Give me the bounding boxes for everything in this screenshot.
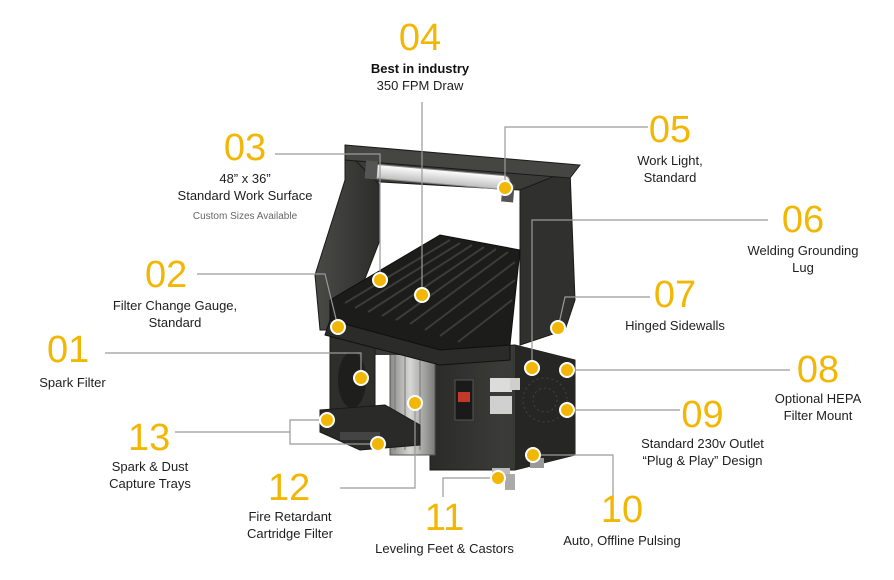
leader-03	[275, 153, 381, 280]
hotspot-12	[407, 395, 423, 411]
callout-number: 03	[223, 127, 267, 169]
callout-text: Hinged Sidewalls	[625, 318, 725, 333]
hotspot-11	[490, 470, 506, 486]
hotspot-09	[559, 402, 575, 418]
leader-lines	[105, 102, 790, 498]
leader-10	[533, 454, 614, 498]
callout-text: Standard Work Surface	[177, 188, 313, 203]
callout-number: 05	[648, 109, 692, 151]
leader-07	[557, 296, 650, 329]
callout-text: Work Light,	[637, 153, 703, 168]
callout-text: Filter Mount	[783, 408, 853, 423]
callout-10: 10 Auto, Offline Pulsing	[552, 490, 692, 549]
callout-number: 10	[600, 489, 644, 531]
hotspot-02	[330, 319, 346, 335]
callout-text: Standard 230v Outlet	[641, 436, 764, 451]
hotspot-08	[559, 362, 575, 378]
callout-note: Custom Sizes Available	[192, 211, 298, 222]
callout-number: 06	[781, 199, 825, 241]
callout-text: Cartridge Filter	[247, 526, 333, 541]
leader-05	[504, 126, 648, 188]
leader-11	[442, 477, 498, 497]
callout-13: 13 Spark & Dust Capture Trays	[95, 418, 205, 492]
callout-text: Spark & Dust	[111, 459, 189, 474]
callout-text: Capture Trays	[109, 476, 191, 491]
callout-text: Leveling Feet & Castors	[375, 541, 514, 556]
callout-12: 12 Fire Retardant Cartridge Filter	[230, 468, 350, 542]
callout-number: 13	[128, 417, 171, 459]
callout-text: Optional HEPA	[774, 391, 862, 406]
callout-04: 04 Best in industry 350 FPM Draw	[355, 18, 485, 94]
callout-number: 07	[653, 274, 697, 316]
callout-03: 03 48” x 36” Standard Work Surface Custo…	[155, 128, 335, 224]
callout-05: 05 Work Light, Standard	[620, 110, 720, 186]
spark-tray	[319, 329, 421, 451]
hotspot-06	[524, 360, 540, 376]
callout-text: 350 FPM Draw	[376, 78, 464, 93]
callout-heading: Best in industry	[370, 61, 470, 76]
hotspot-05	[497, 180, 513, 196]
callout-01: 01 Spark Filter	[25, 330, 120, 391]
callout-text: Fire Retardant	[248, 509, 332, 524]
callout-08: 08 Optional HEPA Filter Mount	[768, 350, 868, 424]
callout-07: 07 Hinged Sidewalls	[615, 275, 735, 334]
callout-06: 06 Welding Grounding Lug	[738, 200, 868, 276]
callout-text: Lug	[792, 260, 814, 275]
callout-text: Filter Change Gauge,	[112, 298, 238, 313]
hotspots	[319, 180, 575, 486]
callout-text: Spark Filter	[39, 375, 106, 390]
leader-02	[197, 273, 339, 328]
callout-text: Welding Grounding	[747, 243, 859, 258]
callout-11: 11 Leveling Feet & Castors	[362, 498, 527, 557]
callout-text: “Plug & Play” Design	[642, 453, 763, 468]
callout-number: 09	[681, 394, 724, 436]
callout-number: 01	[47, 329, 90, 371]
leader-13	[175, 419, 327, 433]
leader-12	[340, 403, 416, 489]
callout-number: 08	[796, 349, 840, 391]
callout-02: 02 Filter Change Gauge, Standard	[90, 255, 260, 331]
callout-text: 48” x 36”	[219, 171, 271, 186]
hotspot-04	[414, 287, 430, 303]
cabinet	[429, 344, 576, 490]
hotspot-13a	[319, 412, 335, 428]
leader-06	[531, 219, 768, 368]
callout-number: 02	[145, 254, 188, 296]
callout-text: Standard	[148, 315, 202, 330]
hotspot-07	[550, 320, 566, 336]
hotspot-03	[372, 272, 388, 288]
hotspot-13b	[370, 436, 386, 452]
callout-number: 04	[398, 17, 442, 59]
hotspot-01	[353, 370, 369, 386]
callout-text: Standard	[643, 170, 697, 185]
callout-09: 09 Standard 230v Outlet “Plug & Play” De…	[630, 395, 775, 469]
hotspot-10	[525, 447, 541, 463]
callout-number: 12	[268, 467, 311, 509]
leader-01	[105, 352, 362, 378]
callout-text: Auto, Offline Pulsing	[563, 533, 681, 548]
callout-number: 11	[424, 497, 465, 539]
